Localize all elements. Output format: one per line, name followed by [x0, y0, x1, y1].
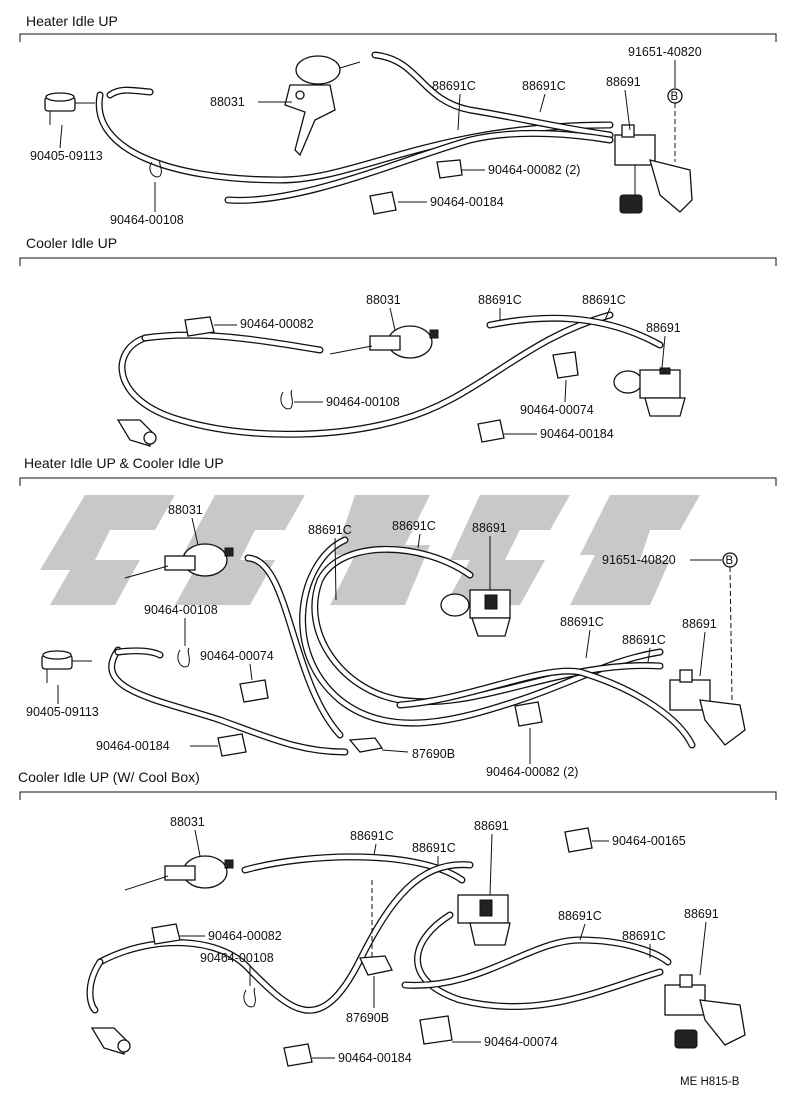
label-88691c-1-s1: 88691C	[432, 79, 476, 93]
label-90464-00184-s2: 90464-00184	[540, 427, 614, 441]
label-91651-s1: 91651-40820	[628, 45, 702, 59]
actuator-88031-s2	[329, 325, 439, 359]
label-90464-00074-s3: 90464-00074	[200, 649, 274, 663]
label-88691c-2-s2: 88691C	[582, 293, 626, 307]
vsv-88691-s1	[614, 124, 693, 214]
label-88691c-3-s3: 88691C	[560, 615, 604, 629]
vsv-88691-s3-top	[440, 589, 511, 637]
clip-90464-00082-s3	[514, 701, 543, 727]
section-title-4: Cooler Idle UP (W/ Cool Box)	[18, 769, 200, 785]
label-88691c-1-s4: 88691C	[350, 829, 394, 843]
label-88691c-2-s4: 88691C	[412, 841, 456, 855]
label-88691-s4-right: 88691	[684, 907, 719, 921]
label-90464-00082-s4: 90464-00082	[208, 929, 282, 943]
clip-90464-00074-s2	[552, 351, 579, 379]
label-88031-s2: 88031	[366, 293, 401, 307]
clip-90464-00082-s4	[151, 923, 181, 945]
label-90405-s1: 90405-09113	[30, 149, 103, 163]
sensor-90405-s3	[41, 650, 92, 683]
sensor-s4	[90, 1027, 131, 1055]
vsv-88691-s2	[613, 367, 686, 417]
label-88691-s3-right: 88691	[682, 617, 717, 631]
label-88031-s3: 88031	[168, 503, 203, 517]
label-87690b-s3: 87690B	[412, 747, 455, 761]
label-90464-00074-s4: 90464-00074	[484, 1035, 558, 1049]
sensor-s2	[116, 419, 157, 447]
label-88031-s4: 88031	[170, 815, 205, 829]
clip-90464-00082-s2	[184, 316, 215, 337]
label-90464-00082-s1: 90464-00082 (2)	[488, 163, 580, 177]
marker-b-label-s1: B	[671, 91, 679, 103]
footer-code: ME H815-B	[680, 1076, 740, 1088]
vsv-88691-s4-right	[664, 974, 746, 1049]
label-88691c-4-s4: 88691C	[622, 929, 666, 943]
label-88691-s4-top: 88691	[474, 819, 509, 833]
label-90464-00108-s3: 90464-00108	[144, 603, 218, 617]
clip-90464-00108-s4	[243, 987, 256, 1008]
label-88691-s3-top: 88691	[472, 521, 507, 535]
clip-90464-00108-s3	[177, 647, 190, 668]
label-88691c-2-s1: 88691C	[522, 79, 566, 93]
clip-90464-00108-s2	[280, 389, 293, 410]
label-87690b-s4: 87690B	[346, 1011, 389, 1025]
label-88691-s2: 88691	[646, 321, 681, 335]
section-title-3: Heater Idle UP & Cooler Idle UP	[24, 455, 224, 471]
tee-87690b-s3	[348, 737, 384, 753]
clip-90464-00108-s1	[149, 159, 162, 178]
label-90464-00165-s4: 90464-00165	[612, 834, 686, 848]
marker-b-label-s3: B	[726, 555, 734, 567]
label-91651-s3: 91651-40820	[602, 553, 676, 567]
label-90464-00082-s3: 90464-00082 (2)	[486, 765, 578, 779]
section-title-1: Heater Idle UP	[26, 13, 118, 29]
vsv-88691-s3-right	[669, 669, 746, 746]
label-88691-s1: 88691	[606, 75, 641, 89]
label-88691c-1-s2: 88691C	[478, 293, 522, 307]
label-90464-00074-s2: 90464-00074	[520, 403, 594, 417]
watermark	[40, 495, 700, 605]
vsv-88691-s4-top	[457, 894, 511, 946]
tee-87690b-s4	[359, 955, 393, 976]
label-90464-00108-s2: 90464-00108	[326, 395, 400, 409]
clip-90464-00184-s4	[283, 1043, 313, 1067]
section-title-2: Cooler Idle UP	[26, 235, 117, 251]
clip-90464-00074-s4	[419, 1015, 453, 1045]
label-88691c-3-s4: 88691C	[558, 909, 602, 923]
clip-90464-00184-s3	[217, 733, 247, 757]
label-90464-00184-s4: 90464-00184	[338, 1051, 412, 1065]
label-88691c-2-s3: 88691C	[392, 519, 436, 533]
label-90464-00108-s4: 90464-00108	[200, 951, 274, 965]
actuator-88031-s4	[124, 855, 234, 891]
actuator-88031-s1	[284, 55, 361, 157]
clip-90464-00184-s1	[369, 191, 397, 215]
actuator-88031-s3	[124, 543, 234, 579]
label-90464-00184-s3: 90464-00184	[96, 739, 170, 753]
clip-90464-00184-s2	[477, 419, 505, 443]
clip-90464-00082-s1	[436, 159, 463, 179]
label-88691c-1-s3: 88691C	[308, 523, 352, 537]
label-90464-00108-s1: 90464-00108	[110, 213, 184, 227]
label-90464-00184-s1: 90464-00184	[430, 195, 504, 209]
label-88031-s1: 88031	[210, 95, 245, 109]
clip-90464-00165-s4	[564, 827, 593, 853]
clip-90464-00074-s3	[239, 679, 269, 703]
label-90405-s3: 90405-09113	[26, 705, 99, 719]
label-88691c-4-s3: 88691C	[622, 633, 666, 647]
label-90464-00082-s2: 90464-00082	[240, 317, 314, 331]
sensor-90405-s1	[44, 92, 95, 125]
